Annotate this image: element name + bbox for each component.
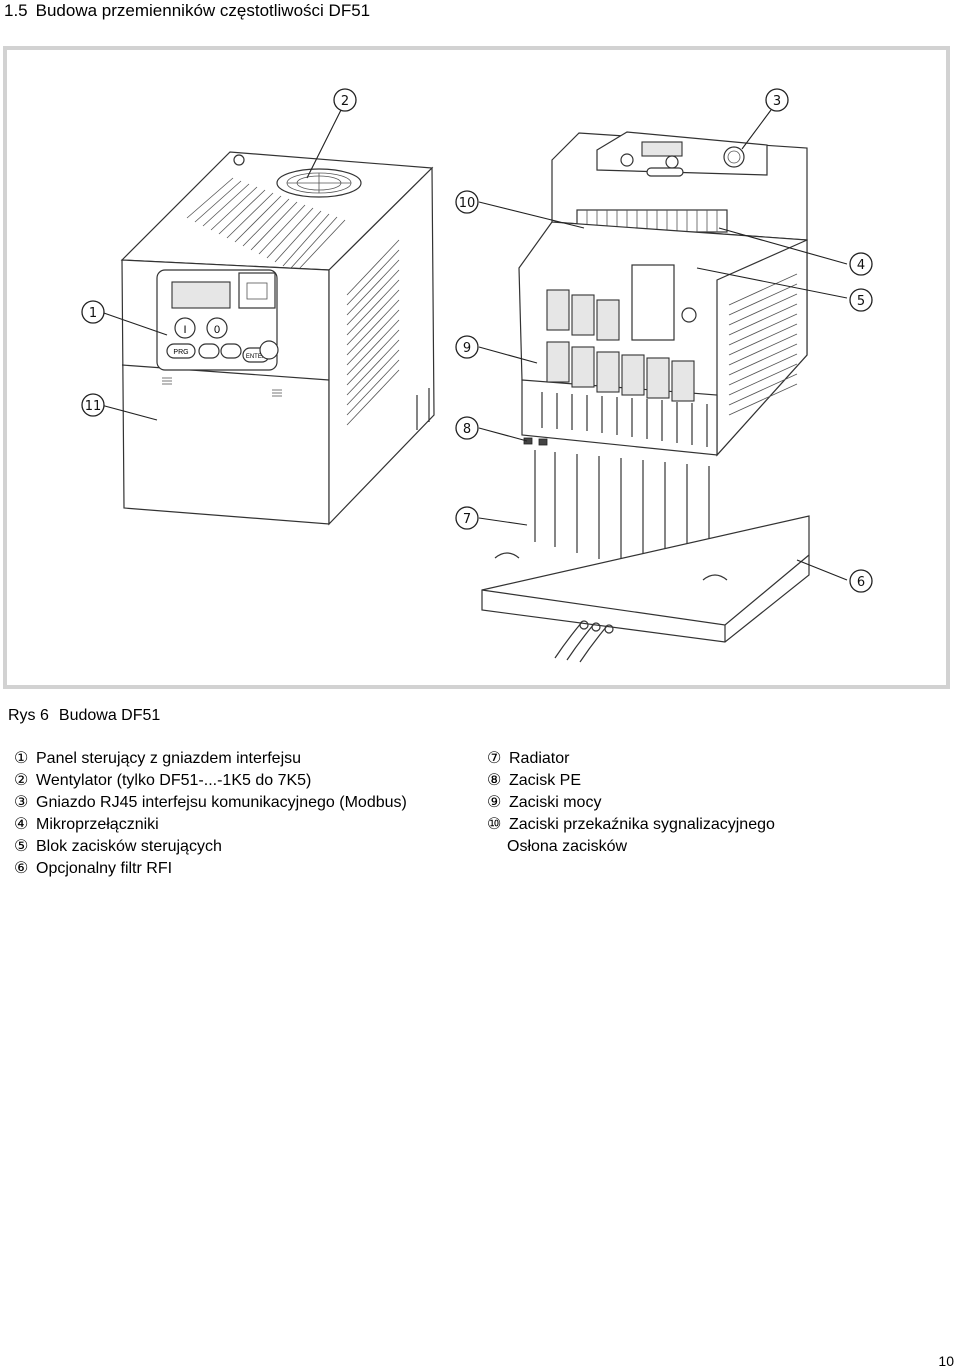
enter-label: ENTER [246,354,267,360]
legend-item: ⑨ Zaciski mocy [487,792,775,814]
legend-mark: ⑧ [487,772,502,789]
svg-text:4: 4 [857,258,865,273]
section-title: Budowa przemienników częstotliwości DF51 [35,1,371,20]
callout-9: 9 [455,335,479,359]
legend-item: ⑧ Zacisk PE [487,770,775,792]
svg-text:8: 8 [463,422,471,437]
legend-item: ⑦ Radiator [487,748,775,770]
legend-left: ① Panel sterujący z gniazdem interfejsu ②… [14,748,407,880]
svg-text:2: 2 [341,94,349,109]
svg-text:10: 10 [459,196,476,211]
section-heading: 1.5 Budowa przemienników częstotliwości D… [4,0,370,22]
figure-frame: I 0 PRG ENTER [3,46,950,689]
legend-mark: ① [14,750,29,767]
svg-text:9: 9 [463,341,471,356]
svg-text:7: 7 [463,512,471,527]
legend-mark: ⑤ [14,838,29,855]
legend-mark: ③ [14,794,29,811]
legend-continuation: Osłona zacisków [507,838,628,855]
run-label: I [183,324,186,336]
legend-text: Radiator [509,750,570,767]
legend-text: Panel sterujący z gniazdem interfejsu [36,750,302,767]
stop-label: 0 [214,324,220,336]
legend-mark: ② [14,772,29,789]
page-number: 10 [938,1353,954,1369]
callout-11: 11 [81,393,105,417]
potentiometer-knob [259,340,279,360]
prg-label: PRG [173,349,188,356]
legend-item: ⑥ Opcjonalny filtr RFI [14,858,407,880]
prg-button [166,343,196,359]
legend-item: ⑤ Blok zacisków sterujących [14,836,407,858]
svg-text:6: 6 [857,575,865,590]
closed-drive: I 0 PRG ENTER [120,151,435,526]
power-terminals [546,264,697,402]
legend-item: ① Panel sterujący z gniazdem interfejsu [14,748,407,770]
svg-text:5: 5 [857,294,865,309]
legend-mark: ⑦ [487,750,502,767]
up-button [198,343,220,359]
stop-button [206,317,228,339]
rj45-socket [238,272,276,309]
caption-title: Budowa DF51 [58,707,161,724]
caption-number: Rys 6 [8,707,49,724]
legend-item: ② Wentylator (tylko DF51-...-1K5 do 7K5) [14,770,407,792]
drive-illustration: I 0 PRG ENTER [81,88,873,663]
legend-text: Zaciski mocy [509,794,602,811]
figure-caption: Rys 6 Budowa DF51 [8,707,160,725]
callout-1: 1 [81,300,105,324]
run-button [174,317,196,339]
callout-10: 10 [455,190,479,214]
callout-2: 2 [333,88,357,112]
legend-text: Zacisk PE [509,772,582,789]
open-drive [481,131,810,663]
svg-text:1: 1 [89,306,97,321]
section-number: 1.5 [4,1,28,20]
legend-text: Wentylator (tylko DF51-...-1K5 do 7K5) [36,772,312,789]
callout-5: 5 [849,288,873,312]
rfi-filter [481,515,810,643]
legend-item: ③ Gniazdo RJ45 interfejsu komunikacyjnego… [14,792,407,814]
legend-mark: ⑥ [14,860,29,877]
callout-6: 6 [849,569,873,593]
legend-text: Zaciski przekaźnika sygnalizacyjnego [509,816,775,833]
legend-right: ⑦ Radiator ⑧ Zacisk PE ⑨ Zaciski mocy ⑩ Zaci… [487,748,775,858]
callout-8: 8 [455,416,479,440]
legend-text: Opcjonalny filtr RFI [36,860,173,877]
down-button [220,343,242,359]
legend-item: ④ Mikroprzełączniki [14,814,407,836]
svg-text:3: 3 [773,94,781,109]
svg-text:11: 11 [85,399,102,414]
legend-mark: ④ [14,816,29,833]
callout-3: 3 [765,88,789,112]
legend-text: Mikroprzełączniki [36,816,159,833]
legend-mark: ⑩ [487,816,502,833]
callout-7: 7 [455,506,479,530]
legend-text: Blok zacisków sterujących [36,838,222,855]
legend-item: ⑩ Zaciski przekaźnika sygnalizacyjnego [487,814,775,836]
callout-4: 4 [849,252,873,276]
display [171,281,231,309]
legend-mark: ⑨ [487,794,502,811]
legend-text: Gniazdo RJ45 interfejsu komunikacyjnego … [36,794,407,811]
knob-icon [723,146,745,168]
